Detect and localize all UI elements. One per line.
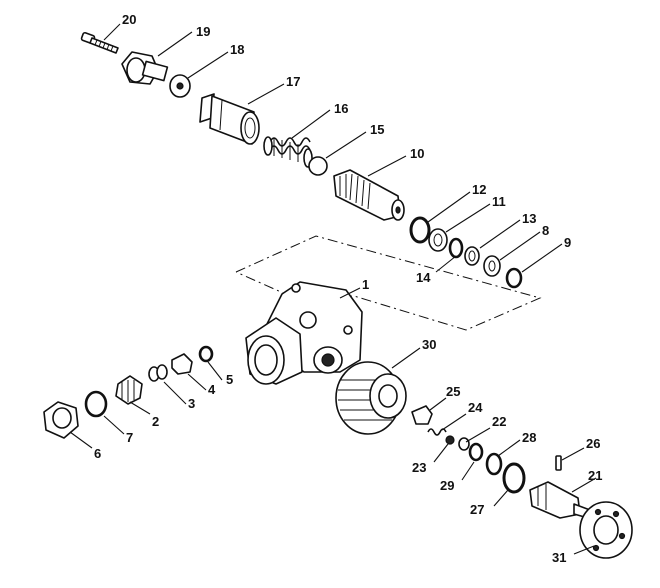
part-20-screw: [80, 31, 119, 54]
part-15-ball: [308, 156, 328, 176]
label-part-18: 18: [230, 42, 244, 57]
part-17-sleeve: [199, 93, 260, 145]
label-part-20: 20: [122, 12, 136, 27]
part-25-valve: [411, 405, 433, 425]
part-23-ball: [445, 435, 455, 445]
label-part-22: 22: [492, 414, 506, 429]
part-12-o-ring: [409, 216, 431, 244]
part-21-shaft: [529, 481, 591, 519]
part-11-bushing: [428, 228, 448, 252]
part-28-o-ring: [485, 452, 503, 476]
part-4-valve: [171, 353, 193, 375]
part-labels: 20 19 18 17 16 15 10 12 11 13 8 9 14 1 3…: [94, 12, 602, 565]
label-part-30: 30: [422, 337, 436, 352]
label-part-24: 24: [468, 400, 483, 415]
part-8-bushing: [483, 255, 501, 277]
part-16-spring: [263, 136, 313, 168]
label-part-21: 21: [588, 468, 602, 483]
part-5-o-ring: [198, 345, 214, 363]
label-part-4: 4: [208, 382, 216, 397]
label-part-8: 8: [542, 223, 549, 238]
part-10-nozzle: [333, 169, 405, 221]
label-part-9: 9: [564, 235, 571, 250]
part-14-o-ring: [448, 237, 464, 259]
label-part-10: 10: [410, 146, 424, 161]
part-18-washer: [169, 74, 191, 98]
part-2-fitting: [115, 375, 143, 405]
part-9-o-ring: [505, 267, 523, 289]
label-part-17: 17: [286, 74, 300, 89]
label-part-2: 2: [152, 414, 159, 429]
part-29-o-ring: [468, 442, 484, 462]
label-part-1: 1: [362, 277, 369, 292]
label-part-5: 5: [226, 372, 233, 387]
label-part-28: 28: [522, 430, 536, 445]
label-part-27: 27: [470, 502, 484, 517]
leader-lines: [69, 23, 597, 555]
label-part-6: 6: [94, 446, 101, 461]
label-part-15: 15: [370, 122, 384, 137]
part-13-bushing: [464, 246, 480, 266]
label-part-3: 3: [188, 396, 195, 411]
part-19-knob: [121, 51, 169, 85]
label-part-14: 14: [416, 270, 431, 285]
part-3-spring: [148, 364, 168, 382]
label-part-16: 16: [334, 101, 348, 116]
part-30-gear: [335, 361, 407, 435]
label-part-7: 7: [126, 430, 133, 445]
part-27-o-ring: [502, 462, 526, 494]
part-22-washer: [458, 437, 470, 451]
label-part-25: 25: [446, 384, 460, 399]
part-31-cover: [579, 501, 633, 559]
part-24-spring: [427, 428, 447, 436]
label-part-29: 29: [440, 478, 454, 493]
label-part-23: 23: [412, 460, 426, 475]
label-part-31: 31: [552, 550, 566, 565]
label-part-13: 13: [522, 211, 536, 226]
label-part-12: 12: [472, 182, 486, 197]
label-part-11: 11: [492, 194, 506, 209]
part-6-nut: [43, 401, 79, 439]
label-part-26: 26: [586, 436, 600, 451]
label-part-19: 19: [196, 24, 210, 39]
part-7-o-ring: [84, 390, 108, 418]
part-1-housing: [245, 281, 363, 385]
part-26-pin: [555, 455, 562, 471]
